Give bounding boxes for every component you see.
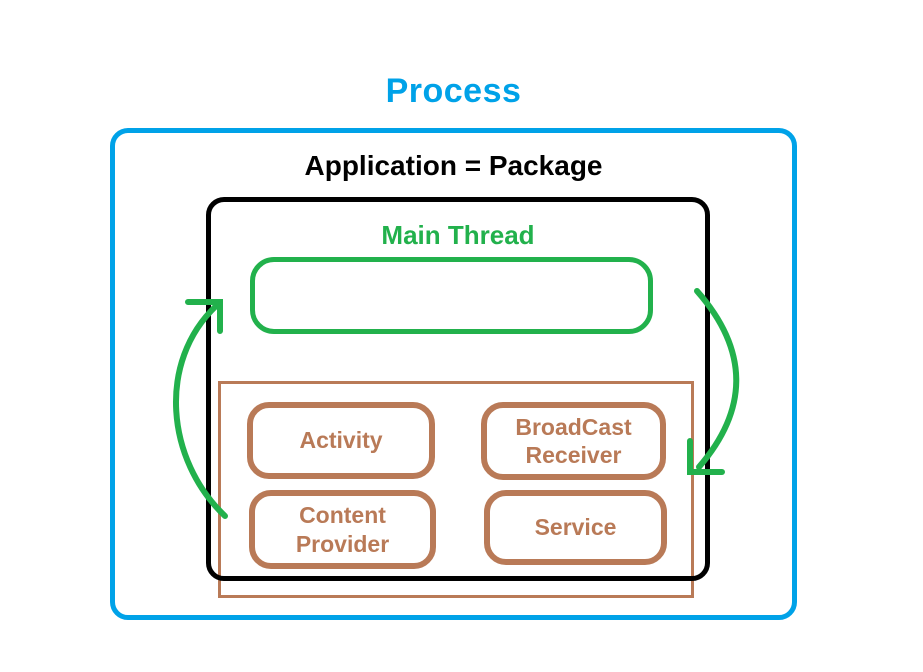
page-title: Process (385, 72, 522, 110)
component-box-activity: Activity (247, 402, 435, 479)
component-label: BroadCast Receiver (515, 413, 632, 468)
component-box-service: Service (484, 490, 667, 565)
process-boundary-box (110, 128, 797, 620)
main-thread-label: Main Thread (381, 220, 535, 250)
component-label: Service (534, 514, 617, 541)
main-thread-box (250, 257, 653, 334)
application-package-label: Application = Package (304, 150, 603, 181)
component-label: Content Provider (295, 502, 390, 557)
component-box-broadcast-receiver: BroadCast Receiver (481, 402, 666, 480)
component-box-content-provider: Content Provider (249, 490, 436, 569)
component-label: Activity (299, 427, 383, 454)
